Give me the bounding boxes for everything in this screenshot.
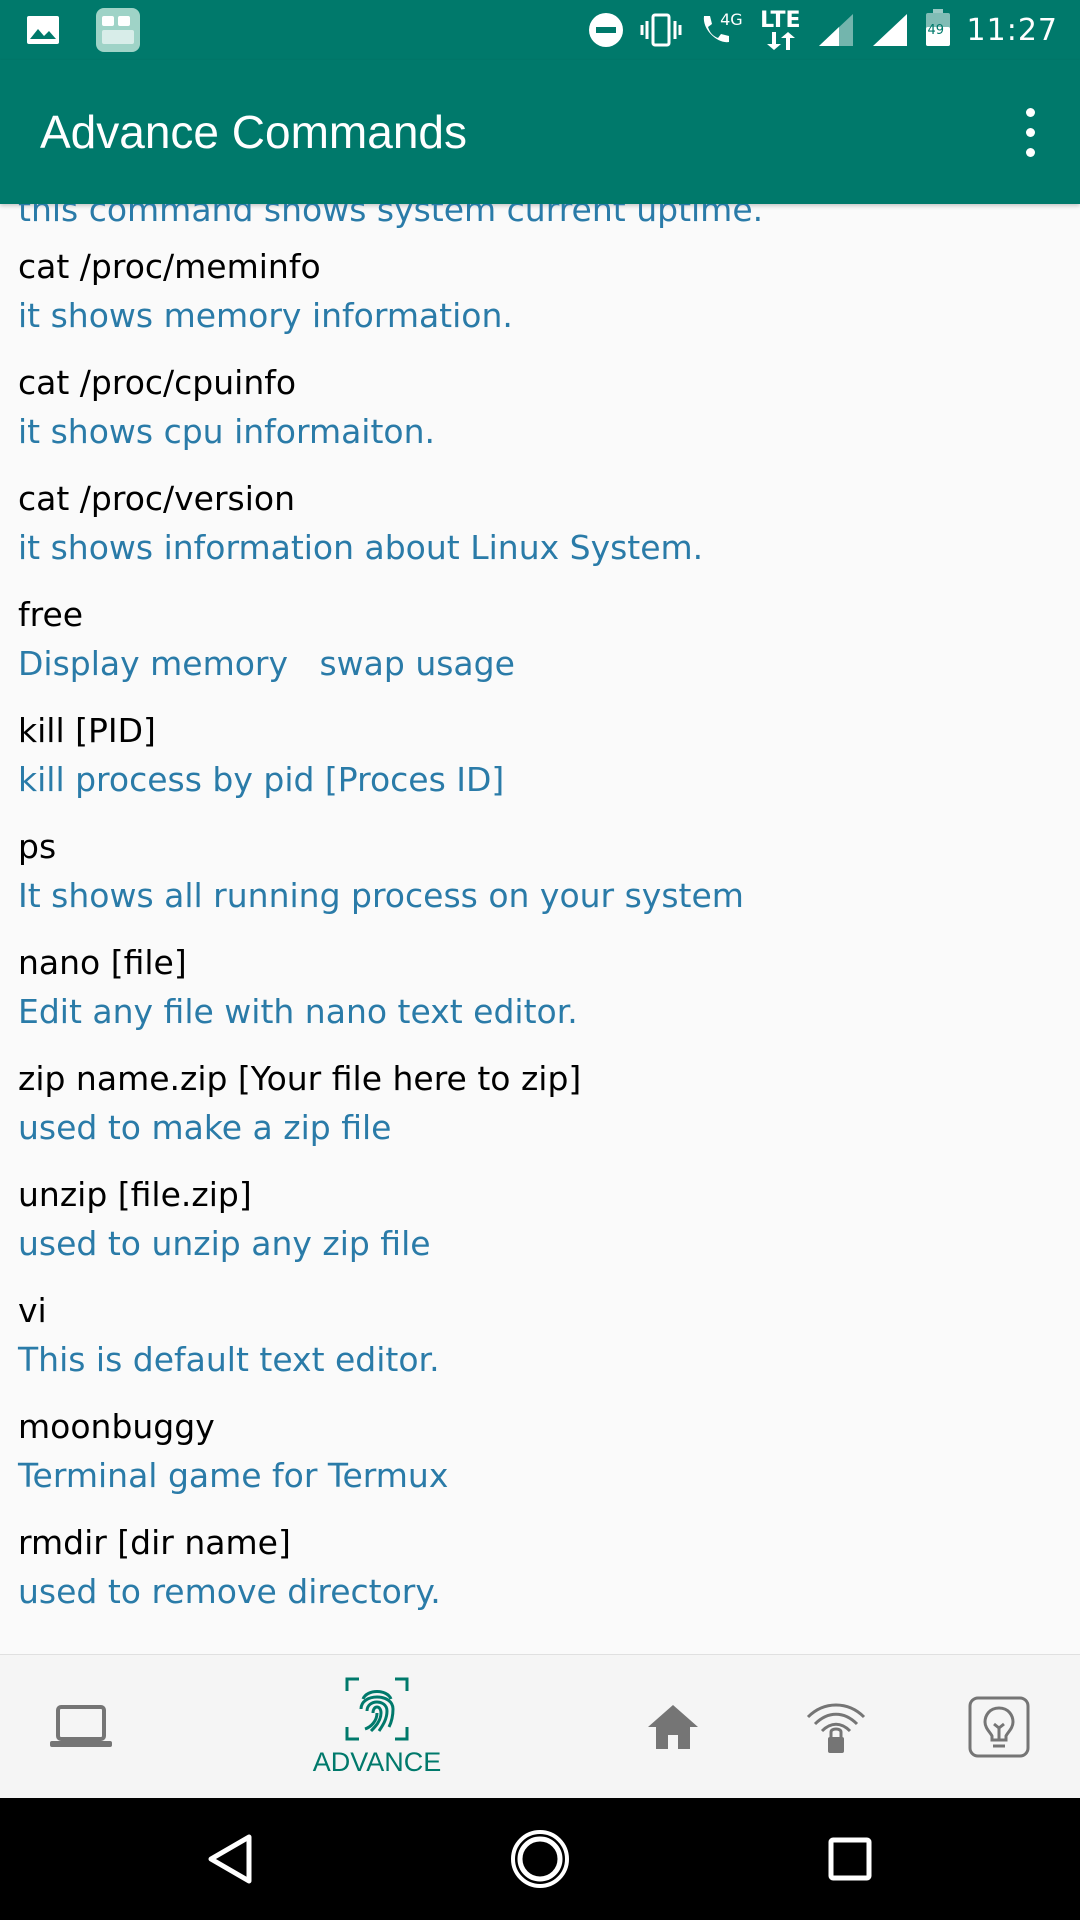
list-item[interactable]: cat /proc/meminfo it shows memory informa…	[18, 240, 1080, 356]
nav-item-tips[interactable]	[918, 1655, 1080, 1799]
data-arrows-icon	[767, 32, 796, 50]
list-item[interactable]: zip name.zip [Your file here to zip] used…	[18, 1052, 1080, 1168]
battery-level: 49	[927, 23, 945, 38]
home-circle-icon	[511, 1830, 569, 1888]
command-description: kill process by pid [Proces ID]	[18, 760, 505, 799]
home-system-button[interactable]	[490, 1798, 590, 1920]
list-item[interactable]: nano [file] Edit any file with nano text …	[18, 936, 1080, 1052]
wifi-lock-icon	[806, 1703, 866, 1753]
battery-icon: 49	[925, 9, 951, 51]
command-name: cat /proc/version	[18, 479, 296, 518]
command-description: it shows cpu informaiton.	[18, 412, 436, 451]
signal-icon	[818, 14, 853, 46]
command-name: free	[18, 595, 84, 634]
vibrate-icon	[640, 13, 682, 47]
list-item[interactable]: unzip [file.zip] used to unzip any zip fi…	[18, 1168, 1080, 1284]
recents-button[interactable]	[800, 1798, 900, 1920]
status-bar: 4G LTE 49 11:27	[0, 0, 1080, 60]
command-description: Terminal game for Termux	[18, 1456, 449, 1495]
command-description: Display memory swap usage	[18, 644, 515, 683]
laptop-icon	[50, 1705, 112, 1747]
app-notification-icon	[96, 8, 140, 52]
network-sub-label: 4G	[720, 10, 743, 29]
fingerprint-icon	[345, 1677, 409, 1740]
command-description: it shows information about Linux System.	[18, 528, 704, 567]
overflow-menu-button[interactable]	[1018, 102, 1042, 162]
command-description: It shows all running process on your sys…	[18, 876, 744, 915]
command-name: unzip [file.zip]	[18, 1175, 252, 1214]
nav-item-home[interactable]	[592, 1655, 754, 1799]
recents-square-icon	[828, 1837, 872, 1881]
bottom-navigation: ADVANCE	[0, 1654, 1080, 1798]
more-vert-icon	[1025, 107, 1035, 117]
command-name: cat /proc/cpuinfo	[18, 363, 297, 402]
command-name: ps	[18, 827, 57, 866]
home-icon	[648, 1705, 698, 1749]
dnd-icon	[589, 13, 624, 47]
command-name: rmdir [dir name]	[18, 1523, 291, 1562]
page-title: Advance Commands	[40, 106, 467, 158]
list-item[interactable]: rmdir [dir name] used to remove directory…	[18, 1516, 1080, 1632]
command-description: used to make a zip file	[18, 1108, 392, 1147]
system-navigation-bar	[0, 1798, 1080, 1920]
command-description: used to remove directory.	[18, 1572, 441, 1611]
list-item[interactable]: ps It shows all running process on your s…	[18, 820, 1080, 936]
signal-icon-2	[872, 14, 907, 46]
command-description: it shows memory information.	[18, 296, 513, 335]
commands-list-scroll[interactable]: this command shows system current uptime…	[0, 204, 1080, 1654]
list-item[interactable]: cat /proc/cpuinfo it shows cpu informaito…	[18, 356, 1080, 472]
command-name: vi	[18, 1291, 47, 1330]
command-name: nano [file]	[18, 943, 187, 982]
app-bar: Advance Commands	[0, 60, 1080, 204]
command-name: cat /proc/meminfo	[18, 247, 321, 286]
command-description: this command shows system current uptime…	[18, 204, 764, 229]
list-item[interactable]: kill [PID] kill process by pid [Proces ID…	[18, 704, 1080, 820]
lte-indicator: LTE	[760, 10, 801, 50]
list-item[interactable]: cat /proc/version it shows information ab…	[18, 472, 1080, 588]
back-button[interactable]	[180, 1798, 280, 1920]
command-name: zip name.zip [Your file here to zip]	[18, 1059, 582, 1098]
command-name: kill [PID]	[18, 711, 156, 750]
image-notification-icon	[27, 16, 59, 44]
clock: 11:27	[966, 12, 1058, 48]
nav-item-wifi-security[interactable]	[755, 1655, 917, 1799]
command-description: Edit any file with nano text editor.	[18, 992, 578, 1031]
lightbulb-icon	[968, 1696, 1030, 1758]
nav-label-advance: ADVANCE	[312, 1746, 442, 1777]
volte-call-icon: 4G	[698, 10, 744, 50]
nav-item-terminal[interactable]	[0, 1655, 162, 1799]
command-description: used to unzip any zip file	[18, 1224, 431, 1263]
back-triangle-icon	[208, 1834, 252, 1884]
command-description: This is default text editor.	[18, 1340, 440, 1379]
nav-item-advance[interactable]: ADVANCE	[300, 1655, 454, 1799]
command-name: moonbuggy	[18, 1407, 215, 1446]
commands-list: this command shows system current uptime…	[18, 204, 1080, 1632]
